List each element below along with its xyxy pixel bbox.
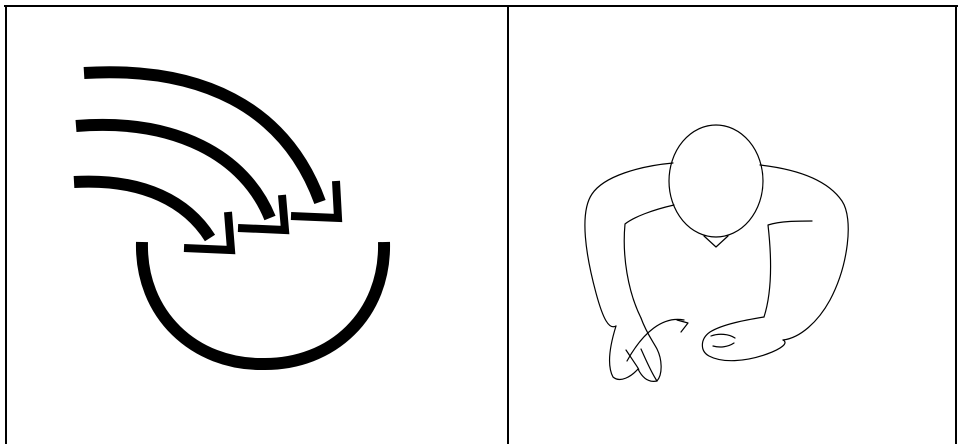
- arrow-bottom-head: [183, 211, 236, 255]
- left-hand-fingers: [625, 348, 658, 382]
- neck-notch: [703, 235, 729, 248]
- arrow-middle-head: [237, 194, 290, 235]
- motion-arrowhead: [676, 319, 689, 333]
- right-shoulder-arm-outer: [759, 164, 849, 341]
- person-top-view-hand-motion-icon: [584, 124, 849, 382]
- right-inner-arm: [763, 220, 813, 318]
- arrow-top-shaft: [83, 66, 326, 205]
- head-shape: [668, 124, 764, 238]
- motion-path: [626, 318, 685, 362]
- arrow-top-head: [290, 180, 343, 223]
- three-curved-arrows-into-bowl-icon: [73, 66, 391, 371]
- bowl-shape: [135, 241, 391, 371]
- right-fist-lines: [710, 333, 736, 348]
- right-hand-fist: [701, 316, 786, 362]
- left-hand: [608, 317, 662, 382]
- left-shoulder-arm-outer: [584, 162, 674, 328]
- left-inner-arm: [623, 204, 675, 319]
- arrow-middle-shaft: [75, 119, 276, 221]
- arrow-bottom-shaft: [73, 175, 216, 242]
